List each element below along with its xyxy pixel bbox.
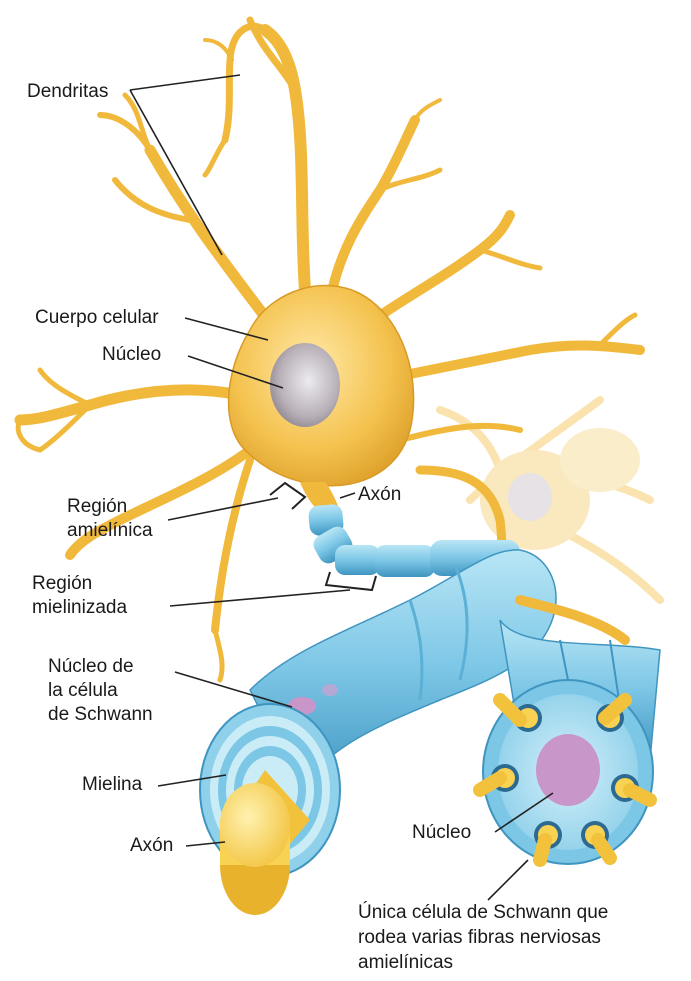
label-region-amielinica: Región amielínica (67, 495, 153, 543)
cell-nucleus (270, 343, 340, 427)
bundle-nucleus (536, 734, 600, 806)
label-axon-bottom: Axón (130, 834, 173, 858)
label-nucleo-schwann: Núcleo de la célula de Schwann (48, 655, 153, 727)
label-region-mielinizada: Región mielinizada (32, 572, 127, 620)
label-unica-celula: Única célula de Schwann que rodea varias… (358, 900, 608, 975)
label-mielina: Mielina (82, 773, 142, 797)
bundle-cross-section (480, 680, 653, 864)
bracket-unmyelinated (270, 483, 305, 509)
label-dendritas: Dendritas (27, 80, 108, 104)
label-cuerpo-celular: Cuerpo celular (35, 306, 159, 330)
label-nucleo-bundle: Núcleo (412, 821, 471, 845)
label-axon-top: Axón (358, 483, 401, 507)
label-nucleo-cell: Núcleo (102, 343, 161, 367)
